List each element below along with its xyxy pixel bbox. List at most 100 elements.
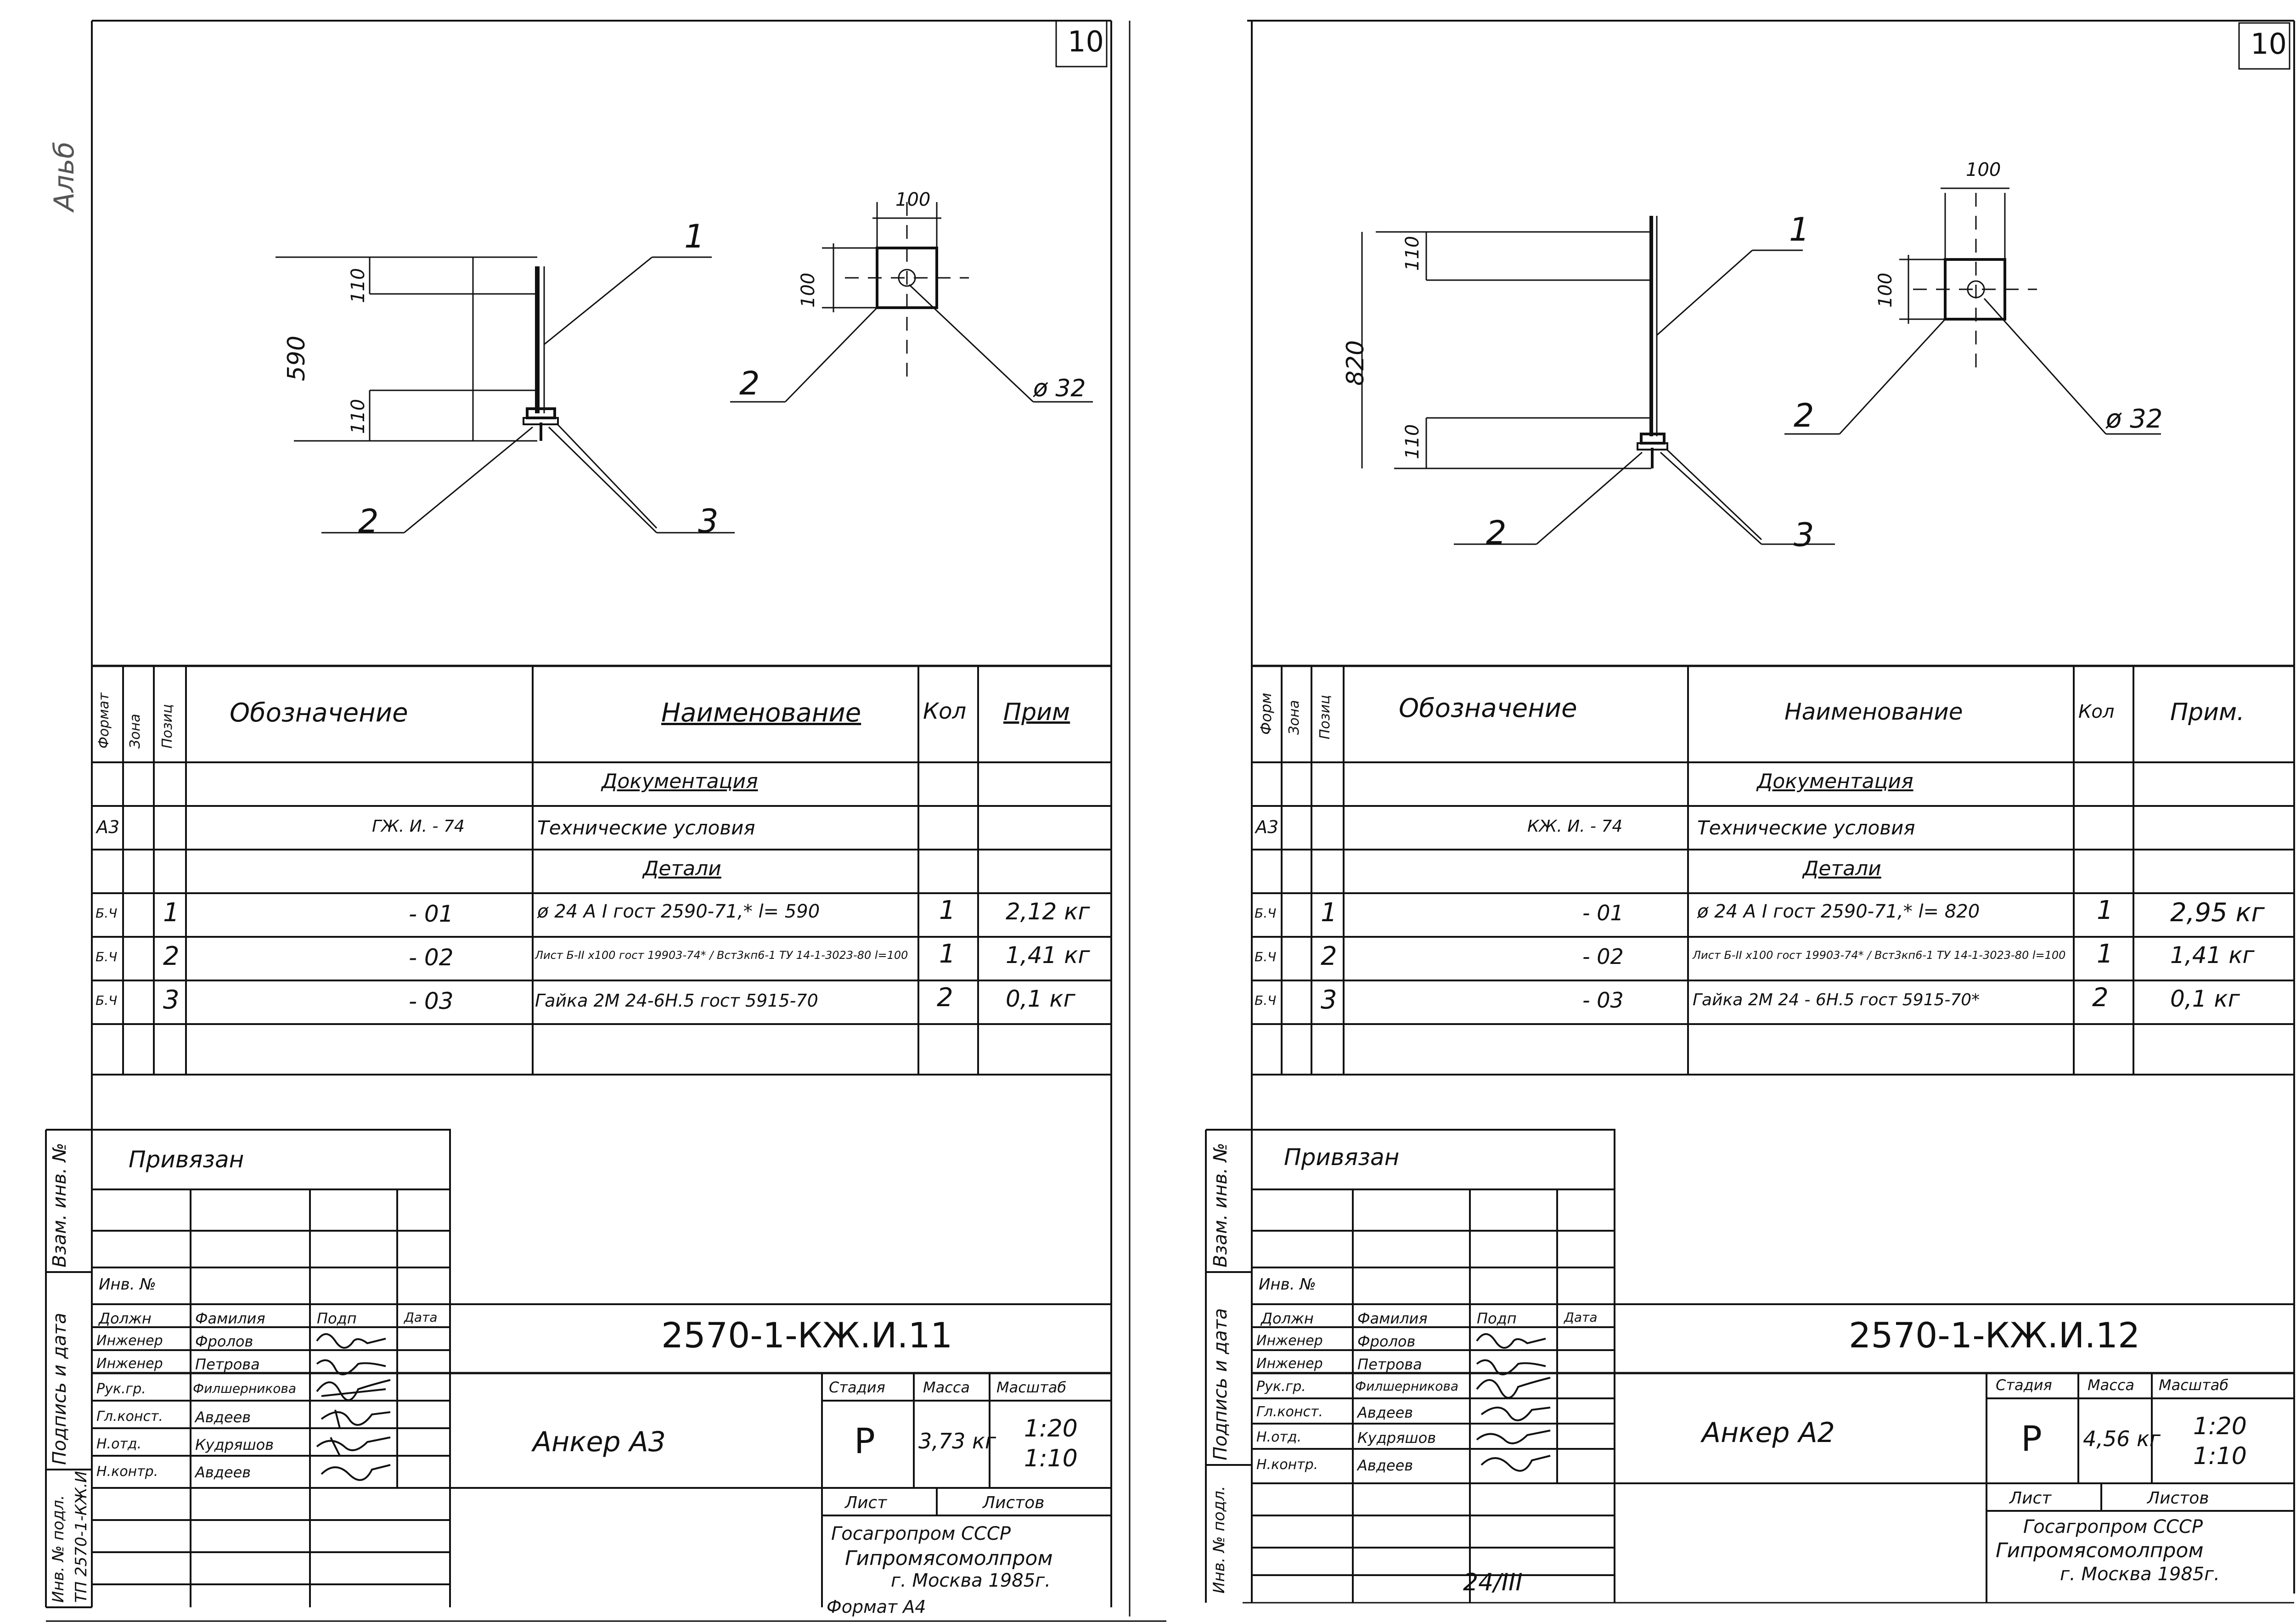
left-header-qty: Кол <box>923 698 967 724</box>
stamp-role: Н.отд. <box>1256 1429 1302 1445</box>
stamp-name: Фролов <box>1357 1333 1416 1350</box>
right-bottom-note: 24/III <box>1463 1569 1523 1596</box>
right-dim-length: 820 <box>1342 340 1369 386</box>
right-dim-plan-height: 100 <box>1875 272 1896 308</box>
stamp-name: Филшерникова <box>1355 1379 1459 1394</box>
right-sheet-label: Лист <box>2009 1489 2052 1508</box>
table-cell-pos: 3 <box>163 985 180 1015</box>
table-cell-format: Б.Ч <box>1255 993 1277 1008</box>
stamp-name: Филшерникова <box>193 1381 297 1396</box>
table-cell-name: Технические условия <box>1697 817 1915 839</box>
left-dim-plan-height: 100 <box>798 272 819 308</box>
table-cell-pos: 3 <box>1321 985 1337 1015</box>
table-cell-format: Б.Ч <box>96 949 118 964</box>
right-header-name: Наименование <box>1784 698 1963 725</box>
table-cell-designation: - 01 <box>409 901 454 927</box>
stamp-name: Авдеев <box>195 1408 251 1426</box>
right-scale-value-1: 1:20 <box>2193 1413 2247 1440</box>
left-dim-plan-width: 100 <box>895 189 931 210</box>
table-cell-format: Б.Ч <box>1255 906 1277 921</box>
right-header-pos: Позиц <box>1317 695 1333 739</box>
left-drawing-label-2: 2 <box>358 502 379 540</box>
right-page-number: 10 <box>2251 27 2287 61</box>
right-header-designation: Обозначение <box>1399 693 1577 723</box>
table-cell-format: Б.Ч <box>1255 949 1277 964</box>
right-dim-bottom: 110 <box>1402 424 1423 459</box>
stamp-role: Рук.гр. <box>96 1381 146 1397</box>
table-cell-name: Гайка 2М 24-6Н.5 гост 5915-70 <box>535 991 818 1011</box>
left-stamp-inv-no: Инв. № <box>99 1275 156 1294</box>
left-header-zone: Зона <box>127 714 143 749</box>
left-stage-value: Р <box>854 1420 875 1461</box>
left-scale-value-2: 1:10 <box>1024 1445 1078 1472</box>
right-side-label-1: Подпись и дата <box>1210 1308 1231 1460</box>
right-drawing-label-1: 1 <box>1789 211 1810 248</box>
right-dim-plan-width: 100 <box>1966 159 2001 180</box>
table-cell-note: 2,12 кг <box>1006 898 1090 925</box>
table-cell-designation: ГЖ. И. - 74 <box>372 817 465 836</box>
table-cell-designation: - 02 <box>1582 944 1624 969</box>
left-drawing-label-3: 3 <box>698 502 719 540</box>
table-cell-qty: 1 <box>939 939 956 969</box>
stamp-col-date: Дата <box>404 1310 438 1325</box>
table-cell-name: Документация <box>602 770 758 793</box>
table-cell-name: Технические условия <box>537 817 755 839</box>
right-mass-value: 4,56 кг <box>2083 1426 2161 1451</box>
table-cell-pos: 2 <box>163 941 180 971</box>
stamp-role: Инженер <box>1256 1333 1323 1349</box>
table-cell-format: Б.Ч <box>96 993 118 1008</box>
left-dim-length: 590 <box>283 335 310 381</box>
right-sheet: 10 1 2 3 820 110 110 100 100 ø 32 2 Форм… <box>1169 0 2296 1622</box>
left-org-line-3: г. Москва 1985г. <box>891 1570 1051 1591</box>
right-header-format: Форм <box>1257 693 1275 735</box>
right-header-note: Прим. <box>2170 698 2245 726</box>
stamp-name: Фролов <box>195 1333 253 1350</box>
table-cell-note: 1,41 кг <box>2170 942 2255 969</box>
right-scale-value-2: 1:10 <box>2193 1442 2247 1470</box>
left-mass-label: Масса <box>923 1379 970 1396</box>
right-side-label-0: Взам. инв. № <box>1210 1143 1231 1267</box>
stamp-name: Авдеев <box>1357 1404 1413 1421</box>
left-stamp-privyazan: Привязан <box>129 1146 244 1173</box>
right-scale-label: Масштаб <box>2159 1376 2229 1394</box>
left-stage-label: Стадия <box>829 1379 885 1396</box>
stamp-role: Н.контр. <box>96 1464 158 1480</box>
table-cell-format: А3 <box>96 817 120 837</box>
table-cell-name: ø 24 А I гост 2590-71,* l= 820 <box>1697 901 1980 922</box>
stamp-name: Фамилия <box>1357 1310 1428 1327</box>
right-stage-label: Стадия <box>1996 1376 2052 1394</box>
table-cell-format: Б.Ч <box>96 906 118 921</box>
left-page-number: 10 <box>1068 25 1104 58</box>
right-sheets-label: Листов <box>2147 1489 2209 1508</box>
left-margin-note: Альб <box>48 141 80 211</box>
table-cell-note: 1,41 кг <box>1006 942 1090 969</box>
stamp-col-sign: Подп <box>1477 1310 1517 1327</box>
stamp-role: Н.отд. <box>96 1436 142 1452</box>
left-dim-bottom: 110 <box>348 399 369 434</box>
left-plan-label-2: 2 <box>739 365 760 402</box>
table-cell-name: Детали <box>1803 857 1881 880</box>
left-header-designation: Обозначение <box>230 698 408 728</box>
stamp-role: Гл.конст. <box>1256 1404 1323 1420</box>
table-cell-name: Детали <box>643 857 721 880</box>
left-mass-value: 3,73 кг <box>918 1429 996 1453</box>
right-doc-title: Анкер А2 <box>1702 1417 1835 1449</box>
table-cell-name: Лист Б-II х100 гост 19903-74* / Вст3кп6-… <box>535 949 908 962</box>
table-cell-qty: 1 <box>2097 895 2113 925</box>
right-plan-diameter: ø 32 <box>2106 404 2163 434</box>
left-sheet-frame <box>45 20 1166 1622</box>
right-stage-value: Р <box>2021 1418 2042 1459</box>
table-cell-designation: КЖ. И. - 74 <box>1527 817 1623 836</box>
stamp-name: Петрова <box>195 1356 260 1373</box>
right-stamp-privyazan: Привязан <box>1284 1144 1400 1171</box>
table-cell-name: Документация <box>1757 770 1913 793</box>
table-cell-pos: 2 <box>1321 941 1337 971</box>
stamp-name: Петрова <box>1357 1356 1422 1373</box>
left-plan-diameter: ø 32 <box>1033 375 1086 402</box>
right-mass-label: Масса <box>2088 1376 2135 1394</box>
table-cell-qty: 2 <box>937 983 953 1013</box>
left-sheet-label: Лист <box>845 1493 887 1512</box>
right-drawing-label-3: 3 <box>1794 516 1814 554</box>
left-side-label-3: ТП 2570-1-КЖ.И <box>72 1471 90 1603</box>
table-cell-designation: - 01 <box>1582 901 1624 925</box>
